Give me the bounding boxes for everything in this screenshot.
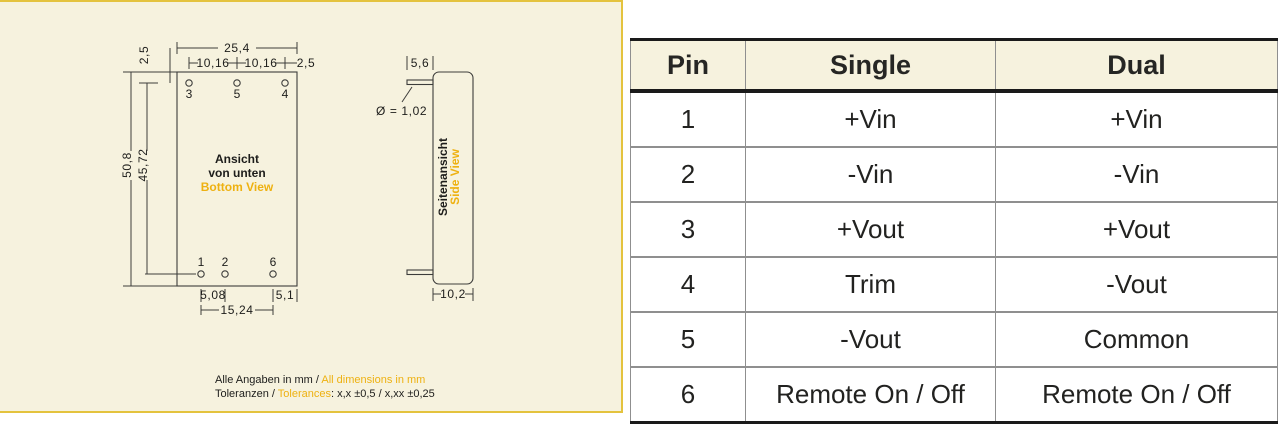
pin-row-2: 2 -Vin -Vin	[630, 146, 1278, 203]
pin-hole-6	[269, 270, 277, 278]
dim-bottom-right-label: 5,1	[276, 288, 294, 302]
pin-dual-function: +Vout	[995, 201, 1278, 258]
pin-dual-function: -Vout	[995, 256, 1278, 313]
side-view-pin-top	[406, 79, 434, 86]
mechanical-drawing: 3 5 4 1 2 6 Ansicht von unten Bottom Vie…	[120, 41, 474, 400]
dim-depth-label: 10,2	[440, 287, 466, 301]
dim-pitch-left-label: 10,16	[196, 56, 229, 70]
dim-pitch-right-label: 10,16	[244, 56, 277, 70]
pin-label-5: 5	[234, 87, 241, 101]
dim-edge-top-label: 2,5	[137, 46, 151, 64]
pin-single-function: -Vout	[745, 311, 996, 368]
pin-single-function: +Vout	[745, 201, 996, 258]
side-view-title-en: Side View	[448, 148, 462, 204]
dim-line-pin-span	[139, 82, 196, 275]
dim-bottom-span-label: 15,24	[220, 303, 253, 317]
dim-pin-diameter-label: Ø = 1,02	[376, 104, 427, 118]
pin-dual-function: Common	[995, 311, 1278, 368]
side-view: 5,6 Ø = 1,02 10,2 Seitenansicht Side Vie…	[376, 56, 474, 301]
pin-hole-5	[233, 79, 241, 87]
bottom-view-title-en: Bottom View	[201, 180, 274, 194]
drawing-notes: Alle Angaben in mm / All dimensions in m…	[215, 374, 435, 400]
pin-number: 1	[630, 91, 746, 148]
pin-label-1: 1	[198, 255, 205, 269]
pin-row-6: 6 Remote On / Off Remote On / Off	[630, 366, 1278, 421]
dim-line-bottom-span	[200, 305, 274, 315]
pin-number: 3	[630, 201, 746, 258]
dim-line-depth	[432, 288, 474, 301]
bottom-view-title-de-1: Ansicht	[215, 152, 259, 166]
side-view-pin-bottom	[406, 269, 434, 276]
pin-dual-function: +Vin	[995, 91, 1278, 148]
note-dimensions-en: All dimensions in mm	[321, 374, 425, 386]
dim-line-pitch	[188, 57, 297, 69]
drawing-panel: 3 5 4 1 2 6 Ansicht von unten Bottom Vie…	[0, 0, 623, 413]
pin-single-function: Trim	[745, 256, 996, 313]
pin-label-4: 4	[282, 87, 289, 101]
pin-dual-function: -Vin	[995, 146, 1278, 203]
note-dimensions: Alle Angaben in mm / All dimensions in m…	[215, 374, 425, 386]
side-view-outline	[432, 71, 474, 285]
dim-bottom-left-label: 5,08	[200, 288, 226, 302]
pin-hole-1	[197, 270, 205, 278]
dim-line-height	[123, 71, 177, 287]
pin-hole-4	[281, 79, 289, 87]
pin-dual-function: Remote On / Off	[995, 366, 1278, 421]
dim-line-bottom-offsets	[200, 289, 298, 302]
dim-edge-right-label: 2,5	[297, 56, 315, 70]
dim-height-label: 50,8	[120, 152, 134, 178]
dim-width-label: 25,4	[224, 41, 250, 55]
dim-leader-pin-diameter	[401, 86, 413, 103]
header-single: Single	[745, 41, 996, 93]
bottom-view-outline	[176, 71, 298, 287]
note-tolerances: Toleranzen / Tolerances: x,x ±0,5 / x,xx…	[215, 388, 435, 400]
note-tolerances-values: : x,x ±0,5 / x,xx ±0,25	[331, 388, 435, 400]
pin-row-4: 4 Trim -Vout	[630, 256, 1278, 313]
bottom-view: 3 5 4 1 2 6 Ansicht von unten Bottom Vie…	[120, 41, 315, 317]
pin-row-3: 3 +Vout +Vout	[630, 201, 1278, 258]
pin-label-6: 6	[270, 255, 277, 269]
pin-table-header-row: Pin Single Dual	[630, 41, 1278, 93]
dim-pin-length-label: 5,6	[411, 56, 429, 70]
pin-label-2: 2	[222, 255, 229, 269]
header-pin: Pin	[630, 41, 746, 93]
note-tolerances-en: Tolerances	[278, 388, 332, 400]
dim-pin-span-label: 45,72	[136, 148, 150, 181]
pin-assignment-table: Pin Single Dual 1 +Vin +Vin 2 -Vin -Vin …	[630, 38, 1278, 424]
pin-row-1: 1 +Vin +Vin	[630, 91, 1278, 148]
pin-hole-3	[185, 79, 193, 87]
pin-hole-2	[221, 270, 229, 278]
pin-number: 5	[630, 311, 746, 368]
pin-single-function: -Vin	[745, 146, 996, 203]
pin-number: 2	[630, 146, 746, 203]
pin-row-5: 5 -Vout Common	[630, 311, 1278, 368]
side-view-title-de: Seitenansicht	[436, 138, 450, 216]
pin-single-function: +Vin	[745, 91, 996, 148]
note-dimensions-de: Alle Angaben in mm /	[215, 374, 321, 386]
dim-line-pin-length	[406, 56, 434, 70]
pin-number: 6	[630, 366, 746, 421]
bottom-view-title-de-2: von unten	[208, 166, 265, 180]
dim-line-width	[176, 42, 298, 54]
pin-number: 4	[630, 256, 746, 313]
pin-single-function: Remote On / Off	[745, 366, 996, 421]
pin-label-3: 3	[186, 87, 193, 101]
note-tolerances-de: Toleranzen /	[215, 388, 278, 400]
header-dual: Dual	[995, 41, 1278, 93]
